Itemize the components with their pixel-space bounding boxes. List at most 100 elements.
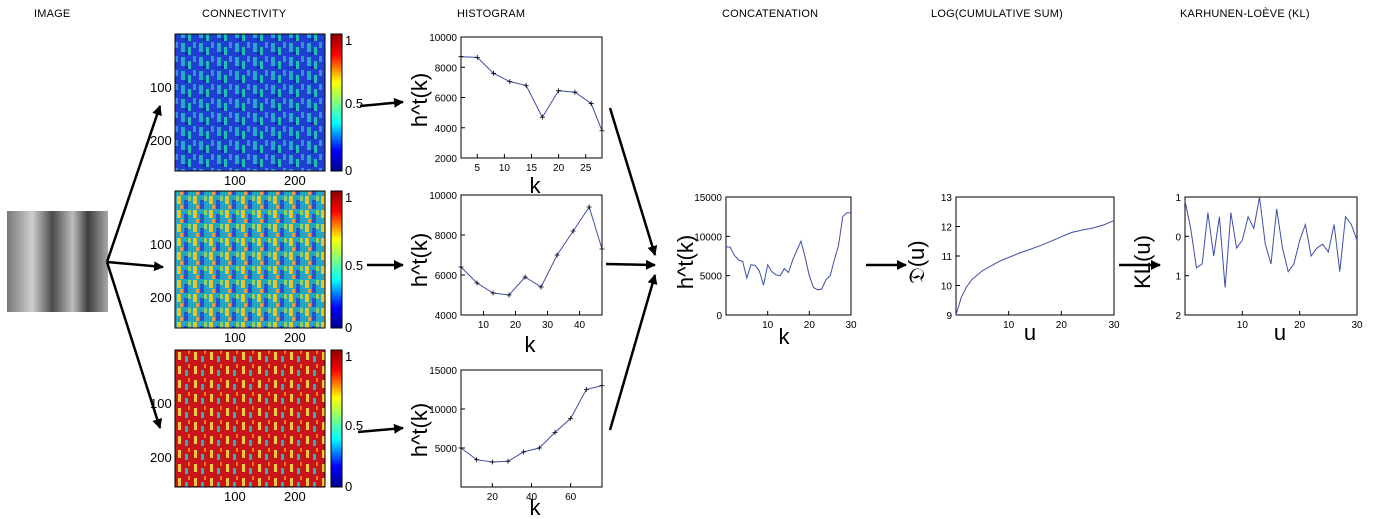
header-image: IMAGE — [34, 8, 71, 20]
x-axis-label: k — [530, 495, 542, 519]
colorbar — [330, 349, 343, 488]
data-point — [474, 54, 480, 60]
y-tick-label: 6000 — [435, 94, 458, 105]
map1-xtick-100: 100 — [224, 173, 246, 188]
data-point — [599, 383, 605, 389]
x-tick-label: 10 — [478, 320, 490, 331]
x-tick-label: 30 — [542, 320, 554, 331]
x-tick-label: 30 — [845, 320, 857, 331]
x-tick-label: 20 — [1056, 320, 1068, 331]
data-point — [588, 101, 594, 107]
x-axis-label: k — [525, 332, 537, 357]
data-point — [491, 70, 497, 76]
colorbar — [330, 190, 343, 329]
colorbar — [330, 33, 343, 172]
header-histogram: HISTOGRAM — [457, 8, 526, 20]
plot-frame — [1184, 196, 1358, 316]
map2-cbar-0: 0 — [345, 320, 352, 335]
map3-ytick-100: 100 — [150, 396, 172, 411]
data-point — [568, 415, 574, 421]
series-line — [460, 205, 603, 296]
plot-frame — [460, 36, 603, 159]
data-point — [507, 79, 513, 85]
data-point — [458, 264, 464, 270]
y-tick-label: 12 — [941, 223, 953, 234]
data-point — [536, 445, 542, 451]
data-point — [538, 284, 544, 290]
x-tick-label: 60 — [565, 492, 577, 503]
data-point — [554, 252, 560, 258]
map3-cbar-05: 0.5 — [345, 418, 363, 433]
map2-xtick-200: 200 — [284, 330, 306, 345]
x-axis-label: k — [779, 324, 791, 349]
series-line — [955, 220, 1115, 316]
map1-cbar-0: 0 — [345, 163, 352, 178]
data-point — [556, 88, 562, 94]
map1-ytick-200: 200 — [150, 133, 172, 148]
y-tick-label: 15000 — [694, 193, 722, 204]
header-kl: KARHUNEN-LOÈVE (KL) — [1180, 8, 1310, 20]
map3-ytick-200: 200 — [150, 450, 172, 465]
data-point — [552, 429, 558, 435]
header-log-cumsum: LOG(CUMULATIVE SUM) — [931, 8, 1063, 20]
x-tick-label: 10 — [499, 163, 511, 174]
y-axis-label: h^t(k) — [673, 235, 698, 289]
x-tick-label: 25 — [580, 163, 592, 174]
y-axis-label: KL(u) — [1130, 235, 1155, 289]
map3-cbar-1: 1 — [345, 349, 352, 364]
map2-ytick-200: 200 — [150, 290, 172, 305]
y-tick-label: 8000 — [435, 231, 458, 242]
map1-ytick-100: 100 — [150, 80, 172, 95]
map3-cbar-0: 0 — [345, 479, 352, 494]
arrow-hist1-to-concat — [608, 107, 658, 256]
data-point — [539, 114, 545, 120]
y-tick-label: 5000 — [435, 444, 458, 455]
y-tick-label: 1 — [1175, 272, 1181, 283]
data-point — [522, 274, 528, 280]
x-tick-label: 30 — [1108, 320, 1120, 331]
arrow-image-to-map2 — [106, 260, 164, 272]
x-tick-label: 20 — [804, 320, 816, 331]
map1-cbar-1: 1 — [345, 33, 352, 48]
x-axis-label: u — [1274, 320, 1286, 345]
arrow-hist2-to-concat — [605, 259, 656, 270]
plot-frame — [460, 194, 603, 316]
plot-frame — [460, 369, 603, 488]
y-tick-label: 2 — [1175, 311, 1181, 322]
data-point — [583, 387, 589, 392]
y-tick-label: 10000 — [429, 33, 457, 44]
x-tick-label: 20 — [553, 163, 565, 174]
data-point — [458, 54, 464, 60]
flow-arrows — [105, 97, 1161, 434]
data-point — [586, 204, 592, 210]
x-tick-label: 40 — [526, 492, 538, 503]
map3-xtick-200: 200 — [284, 489, 306, 504]
y-tick-label: 0 — [716, 311, 722, 322]
connectivity-map-3 — [174, 349, 343, 488]
arrow-image-to-map3 — [105, 261, 163, 429]
y-axis-label: h^t(k) — [407, 233, 432, 287]
data-point — [523, 82, 529, 88]
y-tick-label: 0 — [1175, 232, 1181, 243]
data-point — [599, 128, 605, 134]
y-tick-label: 6000 — [435, 271, 458, 282]
data-point — [599, 246, 605, 252]
x-tick-label: 5 — [474, 163, 480, 174]
data-point — [506, 292, 512, 298]
x-tick-label: 20 — [510, 320, 522, 331]
y-tick-label: 10000 — [694, 232, 722, 243]
data-point — [458, 445, 464, 451]
y-tick-label: 10 — [941, 282, 953, 293]
series-line — [725, 212, 851, 291]
y-tick-label: 8000 — [435, 63, 458, 74]
arrow-hist3-to-concat — [608, 274, 658, 431]
x-axis-label: u — [1024, 320, 1036, 345]
y-tick-label: 15000 — [429, 366, 457, 377]
x-tick-label: 10 — [762, 320, 774, 331]
